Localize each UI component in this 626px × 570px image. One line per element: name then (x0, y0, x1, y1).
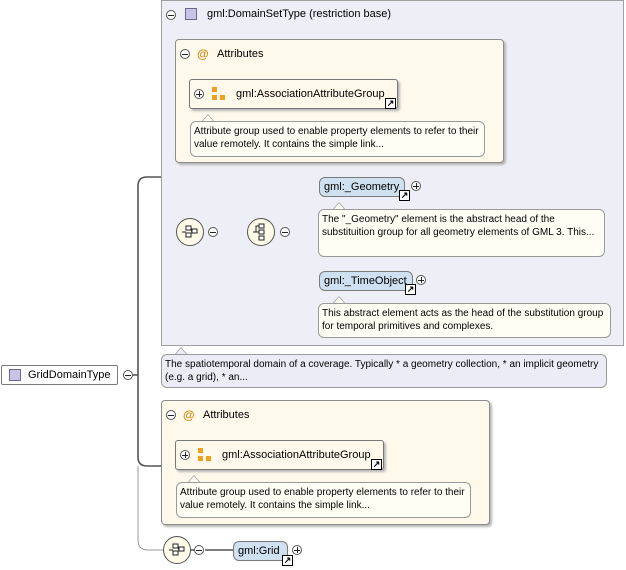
complex-type-icon (9, 369, 21, 381)
root-type-label: GridDomainType (28, 369, 111, 381)
sequence-compositor-icon[interactable] (163, 536, 191, 564)
grid-element[interactable]: gml:Grid (233, 541, 288, 561)
expand-icon[interactable] (180, 450, 190, 460)
expand-icon[interactable] (411, 181, 421, 191)
geometry-element[interactable]: gml:_Geometry (319, 177, 405, 197)
attribute-icon: @ (183, 408, 195, 422)
attribute-group-doc: Attribute group used to enable property … (190, 121, 485, 157)
collapse-icon[interactable] (123, 370, 133, 380)
link-arrow-icon[interactable]: ↗ (371, 459, 382, 470)
attribute-group-icon (212, 87, 226, 101)
attribute-group-icon (198, 448, 212, 462)
time-object-element[interactable]: gml:_TimeObject (319, 271, 413, 291)
collapse-icon[interactable] (280, 227, 290, 237)
attribute-group-label: gml:AssociationAttributeGroup (222, 449, 371, 461)
sequence-compositor-icon[interactable] (176, 218, 204, 246)
grid-element-label: gml:Grid (238, 545, 280, 557)
choice-compositor-icon[interactable] (247, 218, 275, 246)
geometry-element-doc: The "_Geometry" element is the abstract … (318, 209, 605, 257)
collapse-icon[interactable] (166, 10, 176, 20)
collapse-icon[interactable] (194, 545, 204, 555)
doc-pointer (333, 296, 345, 303)
expand-icon[interactable] (292, 545, 302, 555)
time-object-element-label: gml:_TimeObject (324, 275, 407, 287)
expand-icon[interactable] (194, 89, 204, 99)
link-arrow-icon[interactable]: ↗ (282, 555, 293, 566)
expand-icon[interactable] (416, 275, 426, 285)
doc-pointer (188, 475, 200, 482)
attribute-icon: @ (197, 47, 209, 61)
attribute-group-node[interactable] (189, 79, 398, 109)
link-arrow-icon[interactable]: ↗ (385, 98, 396, 109)
collapse-icon[interactable] (208, 227, 218, 237)
attributes-header: Attributes (217, 48, 264, 60)
attribute-group-doc: Attribute group used to enable property … (176, 482, 471, 518)
attributes-header: Attributes (203, 409, 250, 421)
root-type-node[interactable]: GridDomainType (1, 365, 118, 385)
geometry-element-label: gml:_Geometry (324, 181, 400, 193)
collapse-icon[interactable] (180, 49, 190, 59)
type-doc: The spatiotemporal domain of a coverage.… (161, 354, 607, 388)
link-arrow-icon[interactable]: ↗ (405, 284, 416, 295)
time-object-element-doc: This abstract element acts as the head o… (318, 303, 611, 338)
link-arrow-icon[interactable]: ↗ (399, 190, 410, 201)
doc-pointer (175, 347, 187, 354)
attribute-group-node[interactable] (175, 440, 384, 470)
complex-type-icon (185, 8, 197, 20)
doc-pointer (202, 114, 214, 121)
domain-set-type-title: gml:DomainSetType (restriction base) (207, 8, 392, 20)
collapse-icon[interactable] (166, 410, 176, 420)
attribute-group-label: gml:AssociationAttributeGroup (236, 88, 385, 100)
doc-pointer (333, 202, 345, 209)
